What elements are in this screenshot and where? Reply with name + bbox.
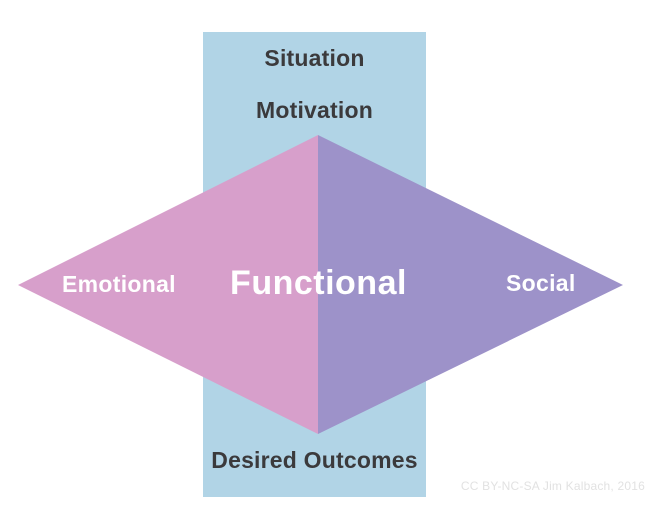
social-label: Social — [506, 270, 576, 296]
desired-outcomes-label: Desired Outcomes — [211, 447, 418, 473]
emotional-diamond-half — [18, 135, 318, 434]
situation-label: Situation — [264, 45, 365, 71]
social-diamond-half — [318, 135, 623, 434]
motivation-label: Motivation — [256, 97, 373, 123]
functional-label: Functional — [230, 264, 407, 302]
attribution-text: CC BY-NC-SA Jim Kalbach, 2016 — [460, 479, 645, 493]
emotional-label: Emotional — [62, 271, 176, 297]
